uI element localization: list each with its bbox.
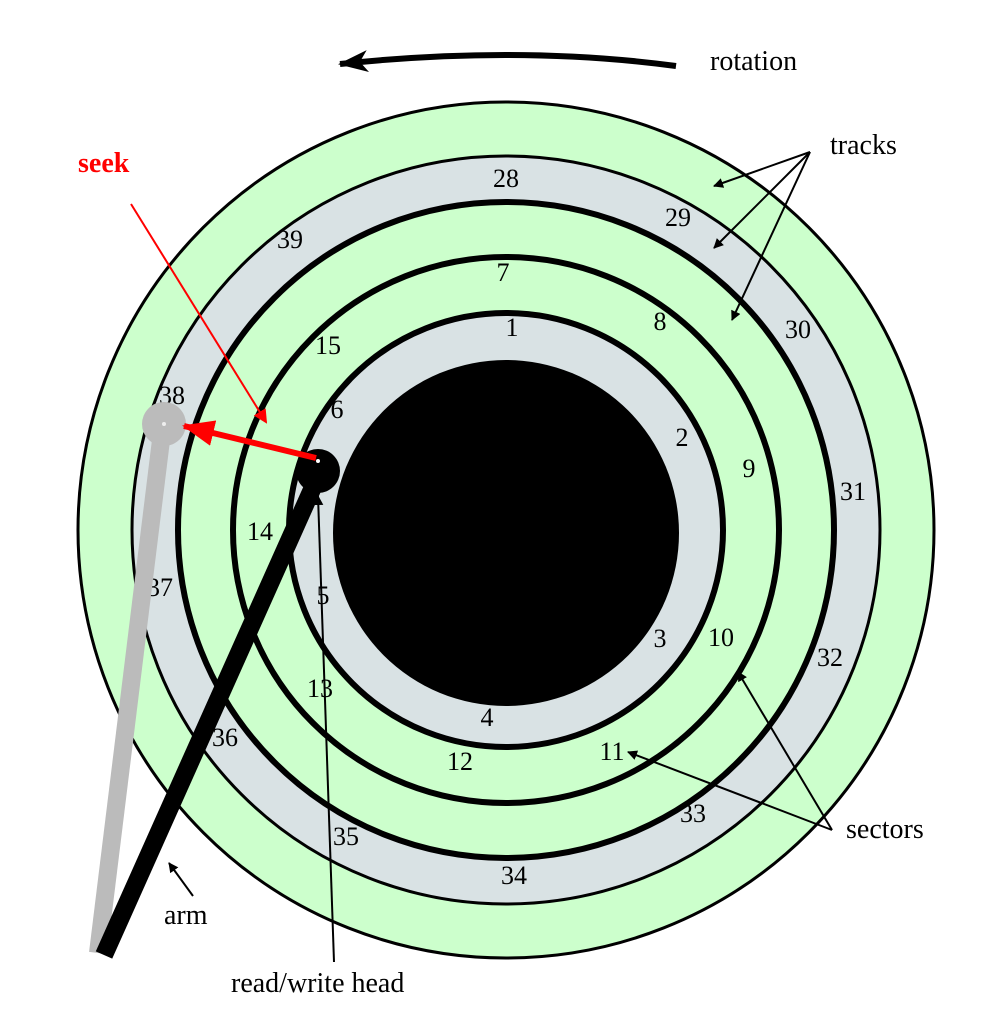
sector-10: 10 (708, 623, 734, 652)
sector-3: 3 (654, 624, 667, 653)
sector-29: 29 (665, 203, 691, 232)
tracks-pointer-2 (713, 151, 811, 249)
sector-5: 5 (317, 581, 330, 610)
sector-11: 11 (599, 737, 624, 766)
sector-28: 28 (493, 164, 519, 193)
arm-pointer (168, 862, 194, 897)
sector-4: 4 (481, 703, 494, 732)
sector-35: 35 (333, 822, 359, 851)
sector-36: 36 (212, 723, 238, 752)
sector-33: 33 (680, 799, 706, 828)
read-write-head (296, 449, 340, 493)
sector-34: 34 (501, 861, 527, 890)
arm-label: arm (164, 900, 208, 931)
seek-label: seek (78, 148, 130, 179)
sectors-pointer-1 (737, 671, 833, 831)
old-head-dot (162, 422, 166, 426)
tracks-label: tracks (830, 130, 897, 161)
sector-6: 6 (331, 395, 344, 424)
tracks-pointer-1 (713, 151, 811, 188)
rotation-arrow (338, 50, 677, 73)
head-pointer (313, 495, 335, 963)
sector-1: 1 (506, 313, 519, 342)
rotation-label: rotation (710, 46, 797, 77)
sector-14: 14 (247, 517, 273, 546)
read-write-head-dot (316, 459, 320, 463)
sector-9: 9 (743, 454, 756, 483)
sector-32: 32 (817, 643, 843, 672)
sector-13: 13 (307, 674, 333, 703)
sector-39: 39 (277, 225, 303, 254)
sector-15: 15 (315, 331, 341, 360)
sectors-label: sectors (846, 814, 924, 845)
sector-7: 7 (497, 258, 510, 287)
sectors-pointer-2 (627, 750, 833, 831)
seek-arrow (182, 420, 317, 461)
seek-pointer (130, 203, 268, 424)
sector-31: 31 (840, 477, 866, 506)
old-arm (89, 430, 171, 955)
head-label: read/write head (231, 968, 404, 999)
spindle (333, 360, 679, 706)
sector-12: 12 (447, 747, 473, 776)
arm (95, 472, 327, 959)
tracks-pointer-3 (731, 151, 811, 321)
sector-2: 2 (676, 423, 689, 452)
sector-30: 30 (785, 315, 811, 344)
sector-8: 8 (654, 307, 667, 336)
